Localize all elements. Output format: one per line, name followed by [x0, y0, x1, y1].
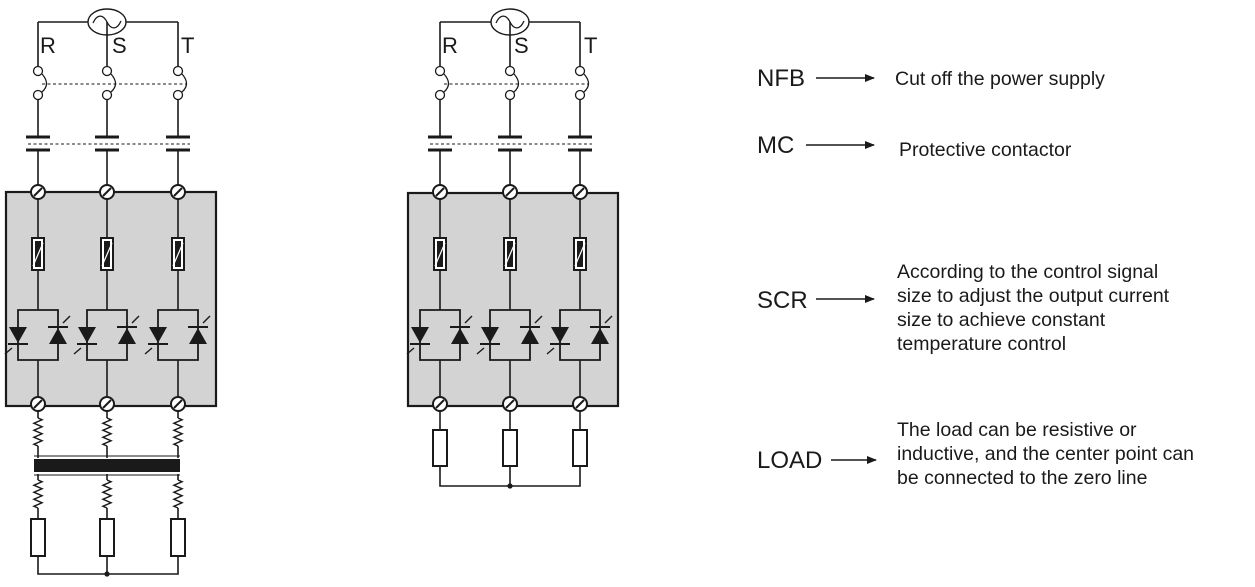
load-resistor-icon: [99, 518, 115, 557]
scr-icon: [546, 309, 613, 396]
terminal-icon: [502, 396, 518, 412]
phase-label-s: S: [514, 33, 529, 58]
terminal-icon: [170, 396, 186, 412]
terminal-icon: [99, 396, 115, 412]
fuse-icon: [31, 199, 45, 310]
phase-label-s: S: [112, 33, 127, 58]
breaker-icon: [101, 22, 117, 136]
phase-label-r: R: [442, 33, 458, 58]
legend-desc-mc: Protective contactor: [899, 139, 1072, 161]
terminal-icon: [572, 396, 588, 412]
phase-column-s: [476, 22, 543, 467]
phase-column-r: [4, 22, 71, 557]
scr-icon: [4, 309, 71, 396]
terminal-icon: [502, 184, 518, 200]
legend-desc-nfb: Cut off the power supply: [895, 68, 1105, 90]
phase-label-t: T: [181, 33, 194, 58]
fuse-icon: [100, 199, 114, 310]
circuit-diagram-direct-load: R S T: [406, 8, 620, 489]
legend-key-nfb: NFB: [757, 65, 805, 92]
scr-icon: [406, 309, 473, 396]
legend-key-load: LOAD: [757, 447, 822, 474]
load-resistor-icon: [170, 518, 186, 557]
legend-item-scr: SCR According to the control signal size…: [757, 261, 1175, 355]
transformer-secondary-coil-icon: [172, 479, 184, 509]
legend-item-nfb: NFB Cut off the power supply: [757, 65, 1105, 92]
transformer-secondary-coil-icon: [101, 479, 113, 509]
breaker-icon: [574, 22, 590, 136]
terminal-icon: [30, 396, 46, 412]
contactor-icon: [95, 135, 119, 185]
contactor-icon: [26, 135, 50, 185]
phase-label-r: R: [40, 33, 56, 58]
phase-column-t: [144, 22, 211, 557]
transformer-primary-coil-icon: [172, 417, 184, 447]
power-controller-module: [4, 190, 218, 408]
load-resistor-icon: [502, 429, 518, 467]
terminal-icon: [432, 184, 448, 200]
legend-key-mc: MC: [757, 132, 794, 159]
transformer-core: [34, 459, 180, 472]
breaker-icon: [32, 22, 48, 136]
transformer-primary-coil-icon: [32, 417, 44, 447]
component-legend: NFB Cut off the power supply MC Protecti…: [757, 65, 1199, 489]
transformer-secondary-coil-icon: [32, 479, 44, 509]
legend-item-mc: MC Protective contactor: [757, 132, 1072, 161]
scr-icon: [73, 309, 140, 396]
transformer-primary-coil-icon: [101, 417, 113, 447]
scr-icon: [144, 309, 211, 396]
contactor-icon: [428, 135, 452, 185]
legend-item-load: LOAD The load can be resistive or induct…: [757, 419, 1199, 489]
load-neutral-connection: [439, 466, 581, 487]
contactor-icon: [166, 135, 190, 185]
terminal-icon: [432, 396, 448, 412]
legend-desc-load: The load can be resistive or inductive, …: [897, 419, 1199, 489]
load-resistor-icon: [572, 429, 588, 467]
fuse-icon: [503, 199, 517, 310]
terminal-icon: [99, 184, 115, 200]
contactor-icon: [498, 135, 522, 185]
breaker-icon: [504, 22, 520, 136]
load-resistor-icon: [432, 429, 448, 467]
breaker-icon: [434, 22, 450, 136]
ac-source: [38, 8, 178, 36]
legend-desc-scr: According to the control signal size to …: [897, 261, 1175, 355]
phase-label-t: T: [584, 33, 597, 58]
phase-column-t: [546, 22, 613, 467]
power-controller-module: [406, 191, 620, 408]
terminal-icon: [30, 184, 46, 200]
load-resistor-icon: [30, 518, 46, 557]
fuse-icon: [433, 199, 447, 310]
terminal-icon: [170, 184, 186, 200]
circuit-diagram-transformer-load: R S T: [4, 8, 218, 577]
scr-icon: [476, 309, 543, 396]
terminal-icon: [572, 184, 588, 200]
phase-column-r: [406, 22, 473, 467]
fuse-icon: [171, 199, 185, 310]
load-neutral-connection: [37, 556, 179, 575]
contactor-icon: [568, 135, 592, 185]
fuse-icon: [573, 199, 587, 310]
legend-key-scr: SCR: [757, 287, 808, 314]
breaker-icon: [172, 22, 188, 136]
